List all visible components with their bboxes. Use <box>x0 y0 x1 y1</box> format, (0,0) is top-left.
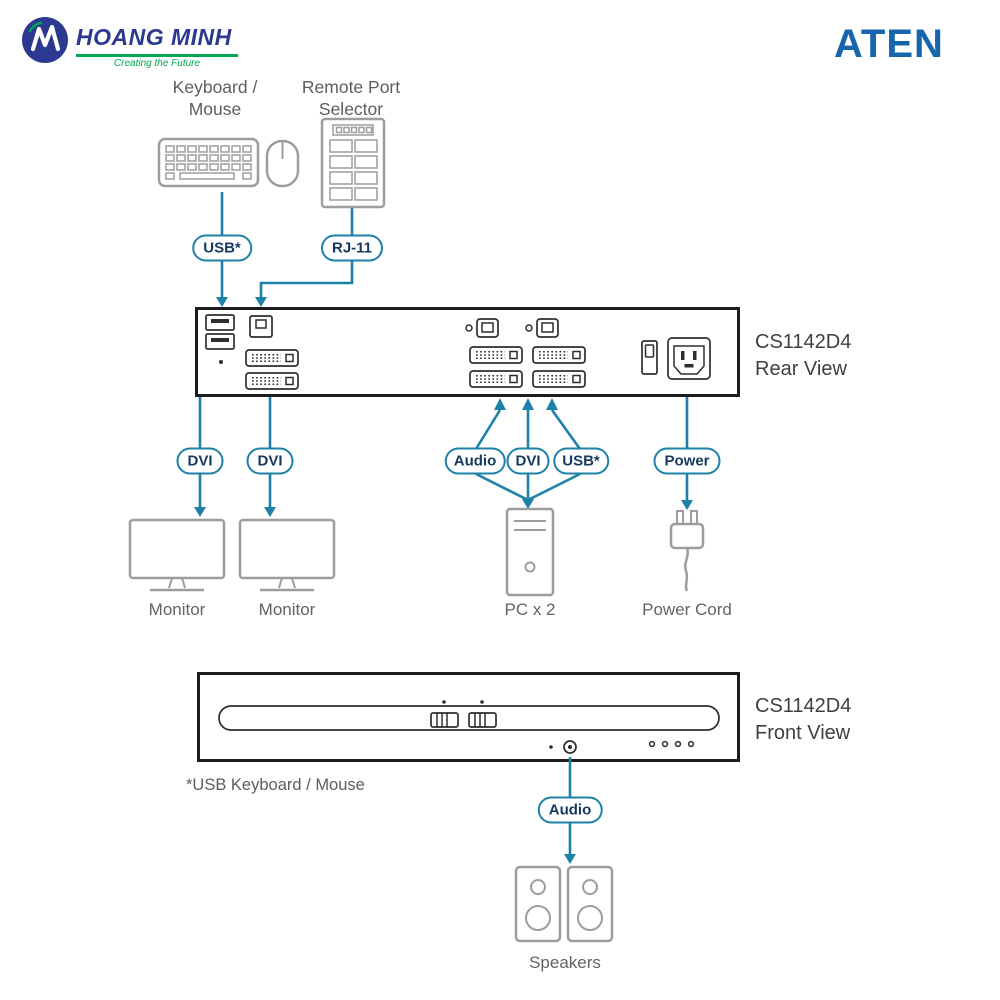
power-cord-icon <box>669 510 705 592</box>
remote-label-line1: Remote Port <box>301 77 401 97</box>
kvm-front-panel <box>197 672 740 762</box>
front-view-text: Front View <box>755 722 851 744</box>
connector-lines <box>194 192 693 864</box>
brand-tagline: Creating the Future <box>113 57 201 69</box>
dvi-pill-pc: DVI <box>506 447 550 475</box>
usb-pill-pc: USB* <box>553 447 609 475</box>
usb-footnote: *USB Keyboard / Mouse <box>186 776 365 794</box>
audio-pill-front: Audio <box>537 796 603 824</box>
remote-port-selector-icon <box>320 117 386 209</box>
audio-pill-rear: Audio <box>444 447 506 475</box>
mouse-icon <box>265 139 300 188</box>
monitor-icon <box>128 518 226 592</box>
rear-view-label: CS1142D4 Rear View <box>755 329 851 383</box>
remote-label-line2: Selector <box>318 99 384 119</box>
kvm-rear-panel <box>195 307 740 397</box>
dvi-pill-monitor2: DVI <box>246 447 294 475</box>
speaker-icon <box>514 865 562 943</box>
keyboard-icon <box>157 137 260 188</box>
hoangminh-logo-icon <box>22 17 68 63</box>
remote-port-selector-label: Remote Port Selector <box>302 76 400 120</box>
speakers-caption: Speakers <box>529 953 601 972</box>
rj11-pill: RJ-11 <box>320 234 384 262</box>
rear-model: CS1142D4 <box>755 331 852 353</box>
usb-pill: USB* <box>192 234 252 262</box>
front-view-label: CS1142D4 Front View <box>755 693 851 747</box>
dvi-pill-monitor1: DVI <box>176 447 224 475</box>
keyboard-mouse-label: Keyboard / Mouse <box>173 76 258 120</box>
rear-view-text: Rear View <box>755 358 847 380</box>
speaker-icon <box>566 865 614 943</box>
power-pill: Power <box>653 447 721 475</box>
pc-tower-icon <box>505 507 555 597</box>
keyboard-mouse-label-line2: Mouse <box>188 99 242 119</box>
hoangminh-logo: HOANG MINH Creating the Future <box>76 24 240 69</box>
brand-name: HOANG MINH <box>76 24 232 50</box>
power-cord-caption: Power Cord <box>642 600 732 619</box>
aten-logo: ATEN <box>834 22 944 66</box>
front-model: CS1142D4 <box>755 695 852 717</box>
brand-rule <box>76 54 238 57</box>
monitor-icon <box>238 518 336 592</box>
monitor1-caption: Monitor <box>148 600 206 619</box>
monitor2-caption: Monitor <box>258 600 316 619</box>
keyboard-mouse-label-line1: Keyboard / <box>172 77 258 97</box>
pc-caption: PC x 2 <box>504 600 556 619</box>
